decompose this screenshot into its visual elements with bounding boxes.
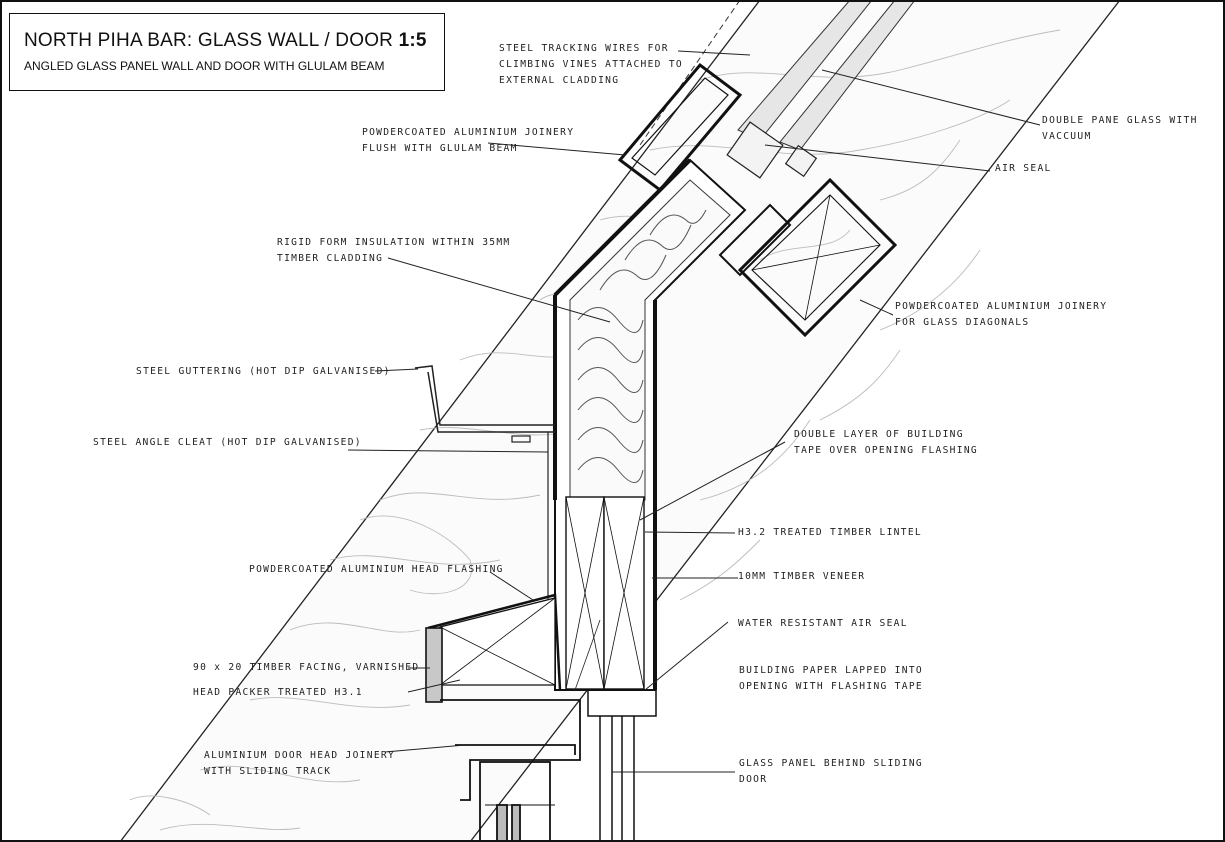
- label-timber-facing: 90 x 20 TIMBER FACING, VARNISHED: [193, 660, 419, 676]
- label-line: 10MM TIMBER VENEER: [738, 571, 866, 582]
- label-rigid-insulation: RIGID FORM INSULATION WITHIN 35MM TIMBER…: [277, 235, 511, 267]
- label-line: STEEL TRACKING WIRES FOR: [499, 43, 669, 54]
- label-line: ALUMINIUM DOOR HEAD JOINERY: [204, 750, 396, 761]
- door-head-joinery: [440, 699, 581, 842]
- label-building-paper: BUILDING PAPER LAPPED INTO OPENING WITH …: [739, 663, 923, 695]
- drawing-title: NORTH PIHA BAR: GLASS WALL / DOOR 1:5: [24, 30, 427, 52]
- label-line: DOUBLE LAYER OF BUILDING: [794, 429, 964, 440]
- drawing-subtitle: ANGLED GLASS PANEL WALL AND DOOR WITH GL…: [24, 59, 385, 73]
- label-line: 90 x 20 TIMBER FACING, VARNISHED: [193, 662, 420, 673]
- label-line: HEAD PACKER TREATED H3.1: [193, 687, 363, 698]
- label-double-pane: DOUBLE PANE GLASS WITH VACCUUM: [1042, 113, 1198, 145]
- label-joinery-diagonals: POWDERCOATED ALUMINIUM JOINERY FOR GLASS…: [895, 299, 1107, 331]
- label-line: AIR SEAL: [995, 163, 1052, 174]
- label-building-tape: DOUBLE LAYER OF BUILDING TAPE OVER OPENI…: [794, 427, 978, 459]
- label-tracking-wires: STEEL TRACKING WIRES FOR CLIMBING VINES …: [499, 41, 683, 89]
- label-line: WITH SLIDING TRACK: [204, 766, 332, 777]
- title-block: NORTH PIHA BAR: GLASS WALL / DOOR 1:5 AN…: [9, 13, 445, 91]
- label-line: FOR GLASS DIAGONALS: [895, 317, 1030, 328]
- leader-lines: [347, 50, 1041, 773]
- label-line: POWDERCOATED ALUMINIUM JOINERY: [895, 301, 1108, 312]
- label-line: FLUSH WITH GLULAM BEAM: [362, 143, 518, 154]
- timber-lintel: [565, 496, 645, 690]
- label-line: CLIMBING VINES ATTACHED TO: [499, 59, 683, 70]
- label-line: DOUBLE PANE GLASS WITH: [1042, 115, 1198, 126]
- label-line: H3.2 TREATED TIMBER LINTEL: [738, 527, 922, 538]
- label-door-head: ALUMINIUM DOOR HEAD JOINERY WITH SLIDING…: [204, 748, 395, 780]
- label-glass-panel: GLASS PANEL BEHIND SLIDING DOOR: [739, 756, 923, 788]
- label-line: VACCUUM: [1042, 131, 1092, 142]
- label-line: EXTERNAL CLADDING: [499, 75, 620, 86]
- air-seal-blocks: [726, 121, 818, 179]
- label-lintel: H3.2 TREATED TIMBER LINTEL: [738, 525, 922, 541]
- label-guttering: STEEL GUTTERING (HOT DIP GALVANISED): [136, 364, 391, 380]
- label-line: POWDERCOATED ALUMINIUM JOINERY: [362, 127, 575, 138]
- label-air-seal: AIR SEAL: [995, 161, 1052, 177]
- label-line: STEEL GUTTERING (HOT DIP GALVANISED): [136, 366, 391, 377]
- label-line: POWDERCOATED ALUMINIUM HEAD FLASHING: [249, 564, 504, 575]
- label-head-flashing: POWDERCOATED ALUMINIUM HEAD FLASHING: [249, 562, 504, 578]
- label-line: TAPE OVER OPENING FLASHING: [794, 445, 978, 456]
- steel-guttering: [414, 365, 555, 610]
- label-line: OPENING WITH FLASHING TAPE: [739, 681, 923, 692]
- head-flashing: [427, 593, 562, 691]
- drawing-scale: 1:5: [398, 30, 427, 51]
- aluminium-joinery-top: [617, 62, 743, 193]
- label-veneer: 10MM TIMBER VENEER: [738, 569, 865, 585]
- label-line: BUILDING PAPER LAPPED INTO: [739, 665, 923, 676]
- wood-grain: [129, 29, 1061, 831]
- label-joinery-flush: POWDERCOATED ALUMINIUM JOINERY FLUSH WIT…: [362, 125, 574, 157]
- label-line: TIMBER CLADDING: [277, 253, 384, 264]
- label-angle-cleat: STEEL ANGLE CLEAT (HOT DIP GALVANISED): [93, 435, 362, 451]
- label-line: DOOR: [739, 774, 768, 785]
- label-line: GLASS PANEL BEHIND SLIDING: [739, 758, 923, 769]
- label-line: RIGID FORM INSULATION WITHIN 35MM: [277, 237, 511, 248]
- title-text: NORTH PIHA BAR: GLASS WALL / DOOR: [24, 30, 394, 51]
- label-line: STEEL ANGLE CLEAT (HOT DIP GALVANISED): [93, 437, 362, 448]
- glass-panel-sliding: [587, 689, 657, 842]
- label-head-packer: HEAD PACKER TREATED H3.1: [193, 685, 363, 701]
- aluminium-joinery-diagonal: [718, 177, 898, 338]
- label-water-seal: WATER RESISTANT AIR SEAL: [738, 616, 908, 632]
- label-line: WATER RESISTANT AIR SEAL: [738, 618, 908, 629]
- timber-facing: [425, 627, 443, 703]
